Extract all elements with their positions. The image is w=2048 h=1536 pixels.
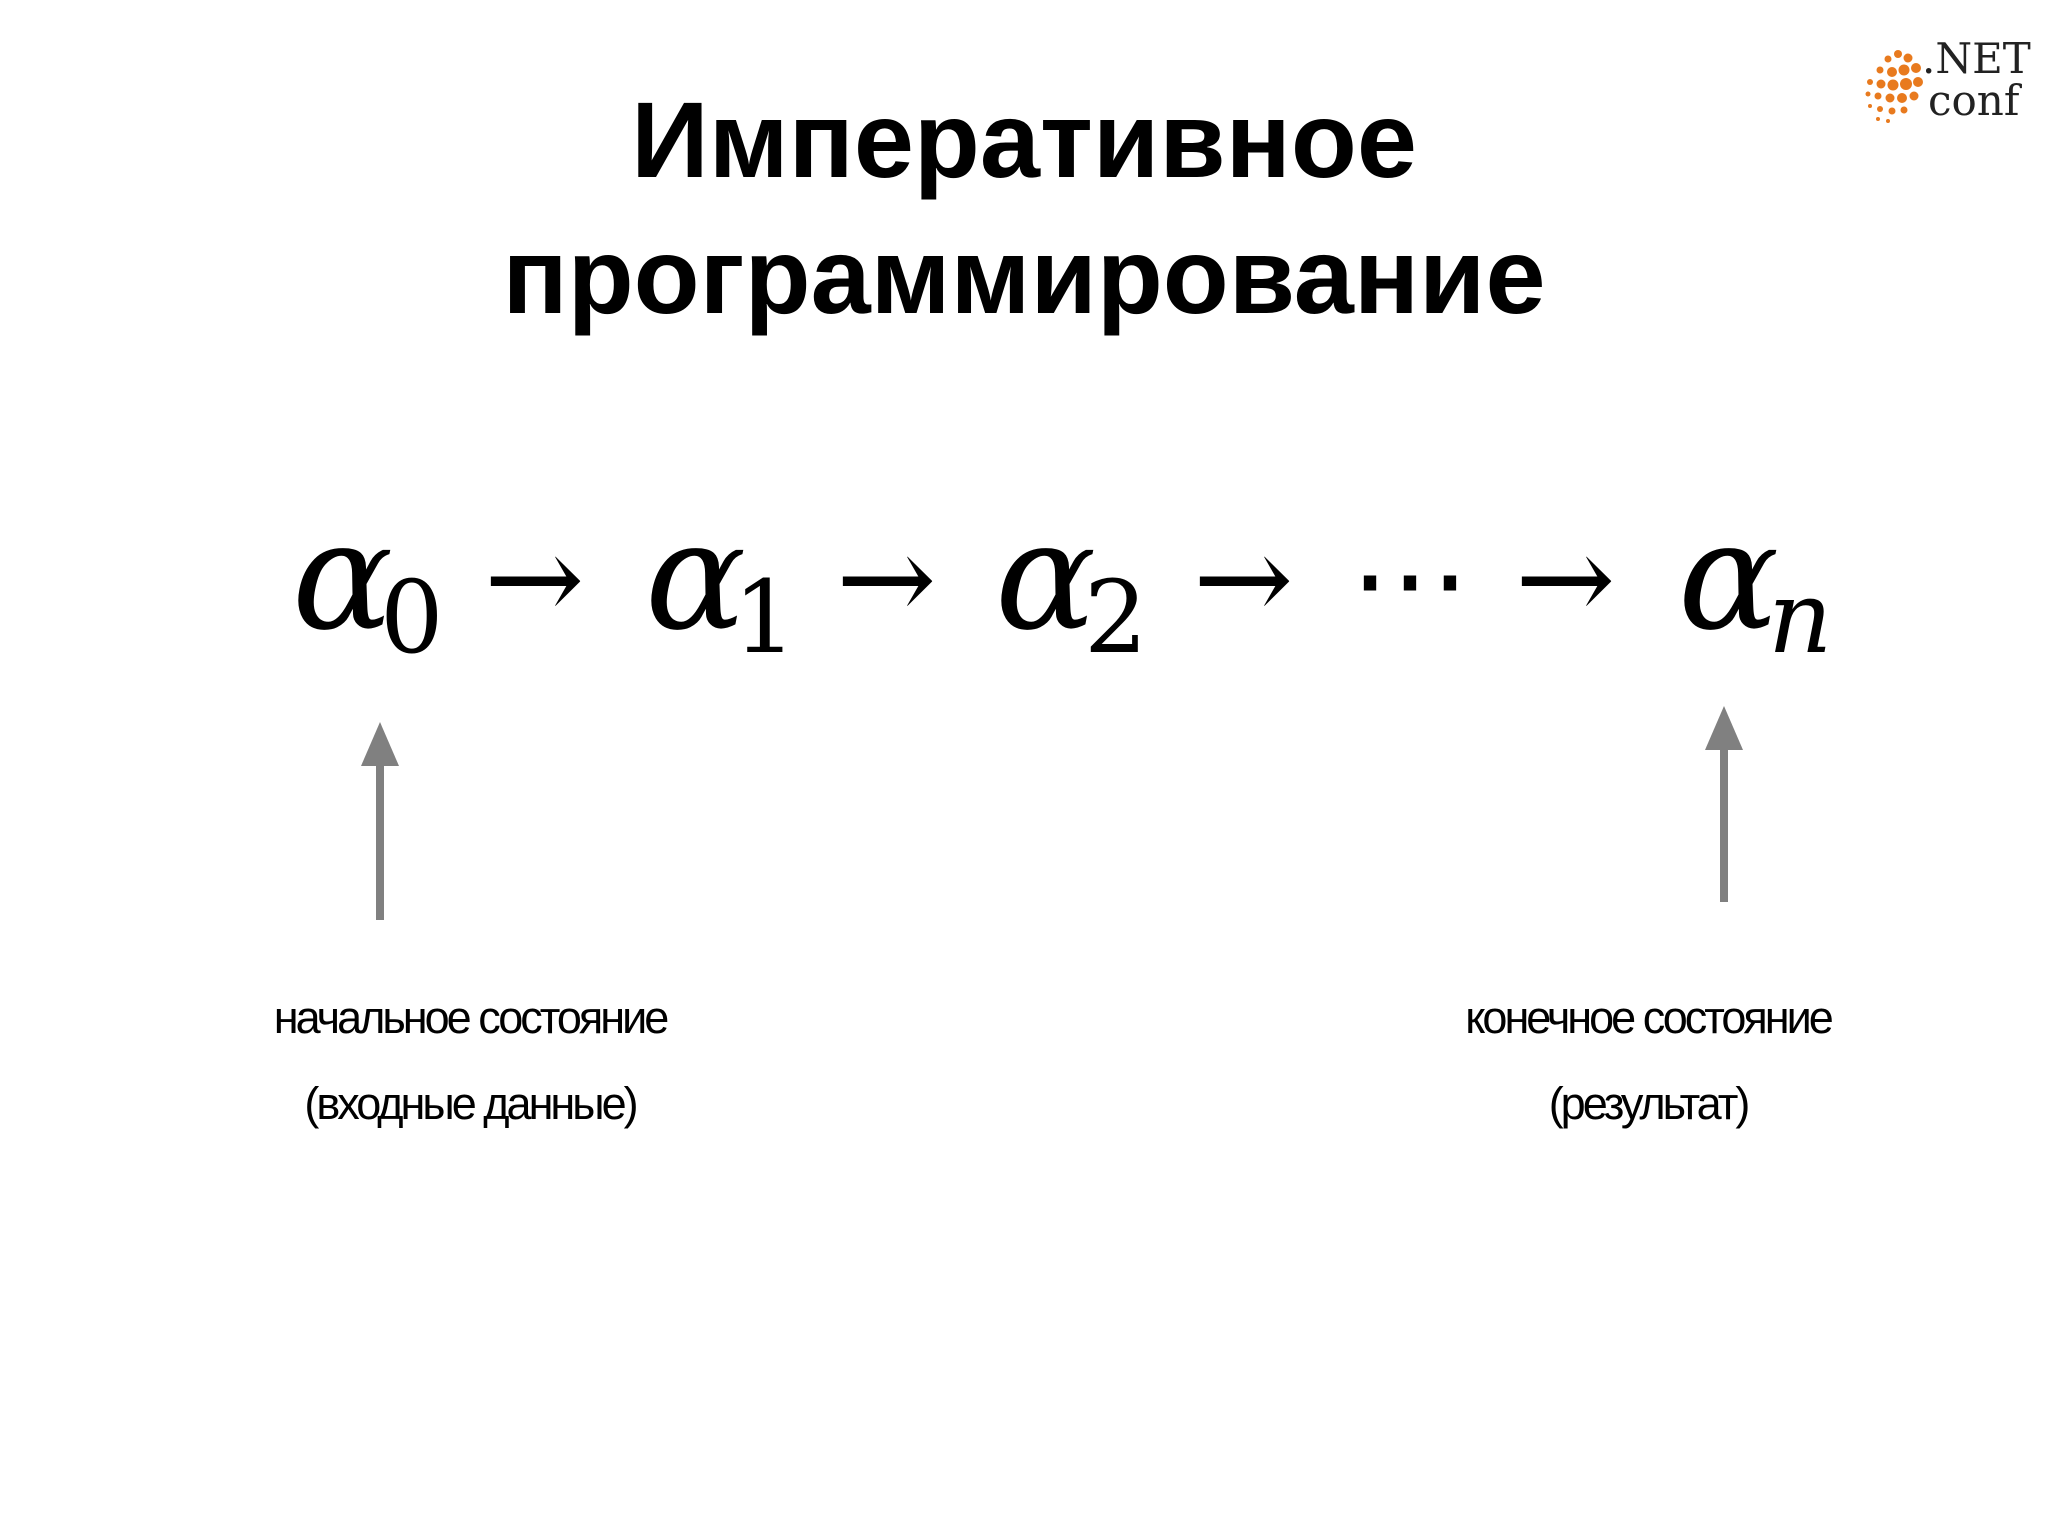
- start-pointer-arrow: [361, 722, 399, 920]
- sequence-arrow-2: →: [836, 510, 937, 649]
- initial-state-label: начальное состояние (входные данные): [170, 975, 770, 1147]
- slide-title: Императивное программирование: [0, 72, 2048, 344]
- initial-state-line-2: (входные данные): [304, 1078, 638, 1129]
- alpha-subscript-2: 2: [1084, 559, 1148, 676]
- alpha-symbol-1: α: [645, 490, 746, 664]
- netconf-logo: .NET conf: [1860, 34, 2031, 128]
- final-state-label: конечное состояние (результат): [1348, 975, 1948, 1147]
- sequence-ellipsis: ⋯: [1350, 510, 1470, 649]
- alpha-subscript-1: 1: [733, 559, 797, 676]
- alpha-subscript-n: n: [1768, 559, 1832, 676]
- sequence-arrow-1: →: [484, 510, 585, 649]
- dotted-sphere-icon: [1865, 50, 1923, 123]
- end-pointer-arrow: [1705, 706, 1743, 902]
- sequence-arrow-4: →: [1515, 510, 1616, 649]
- logo-conf-text: conf: [1928, 76, 2020, 125]
- alpha-symbol-2: α: [995, 490, 1096, 664]
- initial-state-line-1: начальное состояние: [273, 992, 670, 1043]
- alpha-symbol-n: α: [1678, 490, 1779, 664]
- final-state-line-2: (результат): [1548, 1078, 1751, 1129]
- alpha-subscript-0: 0: [380, 559, 444, 676]
- alpha-symbol-0: α: [292, 490, 393, 664]
- final-state-line-1: конечное состояние: [1465, 992, 1834, 1043]
- logo-net-text: .NET: [1922, 34, 2031, 83]
- slide-title-line-2: программирование: [502, 215, 1546, 336]
- sequence-arrow-3: →: [1193, 510, 1294, 649]
- slide-title-line-1: Императивное: [631, 79, 1417, 200]
